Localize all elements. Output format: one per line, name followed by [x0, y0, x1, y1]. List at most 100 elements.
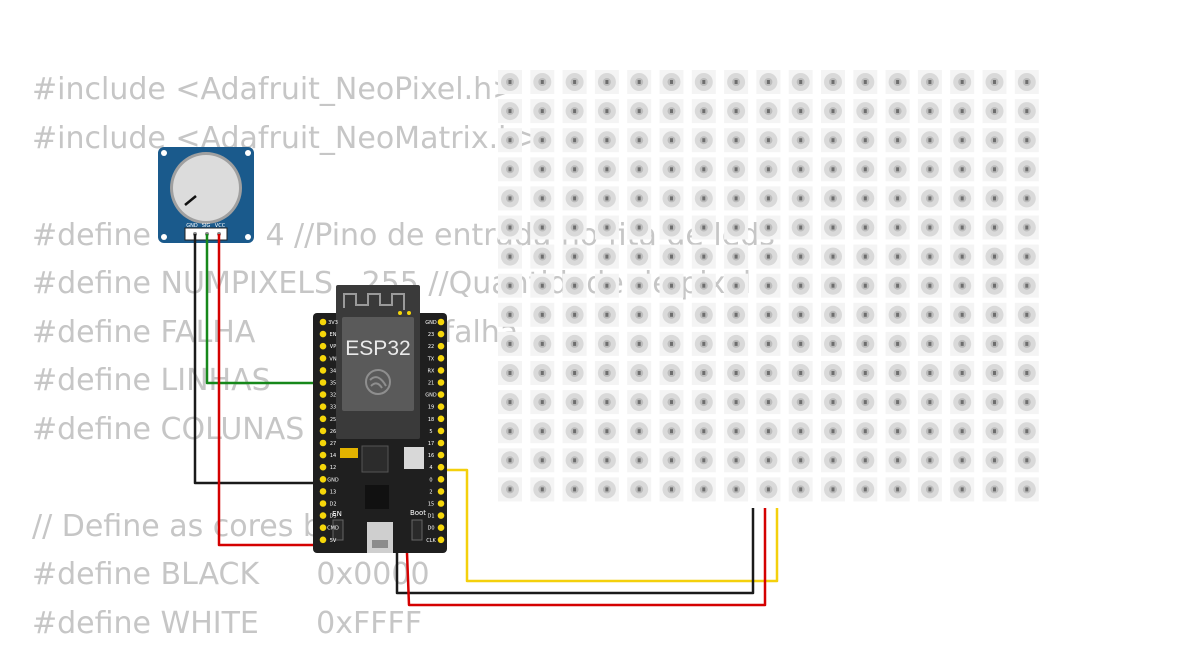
- matrix-led[interactable]: [563, 128, 587, 152]
- matrix-led[interactable]: [627, 157, 651, 181]
- potentiometer-knob[interactable]: [173, 155, 239, 221]
- matrix-led[interactable]: [886, 70, 910, 94]
- esp32-board[interactable]: ESP32 EN Boot 3V3ENVPVN34353233252627141…: [313, 285, 447, 553]
- matrix-led[interactable]: [660, 70, 684, 94]
- matrix-led[interactable]: [853, 128, 877, 152]
- matrix-led[interactable]: [498, 70, 522, 94]
- matrix-led[interactable]: [950, 157, 974, 181]
- matrix-led[interactable]: [918, 303, 942, 327]
- matrix-led[interactable]: [789, 128, 813, 152]
- matrix-led[interactable]: [756, 99, 780, 123]
- matrix-led[interactable]: [660, 274, 684, 298]
- header-pin[interactable]: [438, 355, 445, 362]
- matrix-led[interactable]: [1015, 448, 1039, 472]
- matrix-led[interactable]: [1015, 274, 1039, 298]
- matrix-led[interactable]: [886, 157, 910, 181]
- matrix-led[interactable]: [692, 448, 716, 472]
- matrix-led[interactable]: [530, 245, 554, 269]
- matrix-led[interactable]: [692, 186, 716, 210]
- matrix-led[interactable]: [1015, 390, 1039, 414]
- matrix-led[interactable]: [498, 332, 522, 356]
- matrix-led[interactable]: [660, 332, 684, 356]
- matrix-led[interactable]: [595, 332, 619, 356]
- matrix-led[interactable]: [886, 303, 910, 327]
- matrix-led[interactable]: [692, 274, 716, 298]
- matrix-led[interactable]: [595, 245, 619, 269]
- matrix-led[interactable]: [886, 216, 910, 240]
- matrix-led[interactable]: [627, 477, 651, 501]
- matrix-led[interactable]: [660, 390, 684, 414]
- matrix-led[interactable]: [660, 361, 684, 385]
- matrix-led[interactable]: [692, 332, 716, 356]
- matrix-led[interactable]: [918, 128, 942, 152]
- header-pin[interactable]: [320, 343, 327, 350]
- matrix-led[interactable]: [918, 332, 942, 356]
- matrix-led[interactable]: [950, 99, 974, 123]
- matrix-led[interactable]: [918, 361, 942, 385]
- matrix-led[interactable]: [756, 448, 780, 472]
- matrix-led[interactable]: [983, 70, 1007, 94]
- header-pin[interactable]: [320, 537, 327, 544]
- matrix-led[interactable]: [627, 448, 651, 472]
- matrix-led[interactable]: [724, 332, 748, 356]
- matrix-led[interactable]: [789, 448, 813, 472]
- matrix-led[interactable]: [756, 245, 780, 269]
- matrix-led[interactable]: [756, 274, 780, 298]
- matrix-led[interactable]: [498, 419, 522, 443]
- matrix-led[interactable]: [724, 216, 748, 240]
- matrix-led[interactable]: [950, 303, 974, 327]
- matrix-led[interactable]: [627, 245, 651, 269]
- matrix-led[interactable]: [724, 419, 748, 443]
- matrix-led[interactable]: [789, 419, 813, 443]
- header-pin[interactable]: [320, 416, 327, 423]
- matrix-led[interactable]: [853, 70, 877, 94]
- matrix-led[interactable]: [886, 390, 910, 414]
- matrix-led[interactable]: [627, 70, 651, 94]
- matrix-led[interactable]: [595, 128, 619, 152]
- matrix-led[interactable]: [724, 361, 748, 385]
- matrix-led[interactable]: [692, 477, 716, 501]
- matrix-led[interactable]: [853, 419, 877, 443]
- matrix-led[interactable]: [983, 157, 1007, 181]
- matrix-led[interactable]: [886, 99, 910, 123]
- matrix-led[interactable]: [724, 245, 748, 269]
- matrix-led[interactable]: [530, 419, 554, 443]
- matrix-led[interactable]: [756, 332, 780, 356]
- matrix-led[interactable]: [789, 361, 813, 385]
- matrix-led[interactable]: [1015, 419, 1039, 443]
- matrix-led[interactable]: [789, 332, 813, 356]
- header-pin[interactable]: [320, 440, 327, 447]
- wire-gnd-pot[interactable]: [195, 234, 325, 483]
- matrix-led[interactable]: [821, 448, 845, 472]
- header-pin[interactable]: [438, 343, 445, 350]
- matrix-led[interactable]: [756, 361, 780, 385]
- header-pin[interactable]: [320, 391, 327, 398]
- matrix-led[interactable]: [983, 390, 1007, 414]
- matrix-led[interactable]: [756, 390, 780, 414]
- matrix-led[interactable]: [821, 70, 845, 94]
- matrix-led[interactable]: [563, 390, 587, 414]
- header-pin[interactable]: [320, 355, 327, 362]
- matrix-led[interactable]: [498, 216, 522, 240]
- matrix-led[interactable]: [918, 70, 942, 94]
- matrix-led[interactable]: [530, 390, 554, 414]
- header-pin[interactable]: [320, 524, 327, 531]
- matrix-led[interactable]: [789, 216, 813, 240]
- matrix-led[interactable]: [660, 448, 684, 472]
- matrix-led[interactable]: [563, 274, 587, 298]
- matrix-led[interactable]: [950, 419, 974, 443]
- matrix-led[interactable]: [692, 128, 716, 152]
- matrix-led[interactable]: [627, 361, 651, 385]
- matrix-led[interactable]: [692, 419, 716, 443]
- matrix-led[interactable]: [756, 157, 780, 181]
- matrix-led[interactable]: [530, 274, 554, 298]
- matrix-led[interactable]: [983, 419, 1007, 443]
- matrix-led[interactable]: [627, 303, 651, 327]
- matrix-led[interactable]: [950, 361, 974, 385]
- matrix-led[interactable]: [563, 303, 587, 327]
- matrix-led[interactable]: [853, 390, 877, 414]
- matrix-led[interactable]: [886, 128, 910, 152]
- matrix-led[interactable]: [821, 245, 845, 269]
- header-pin[interactable]: [320, 331, 327, 338]
- matrix-led[interactable]: [498, 128, 522, 152]
